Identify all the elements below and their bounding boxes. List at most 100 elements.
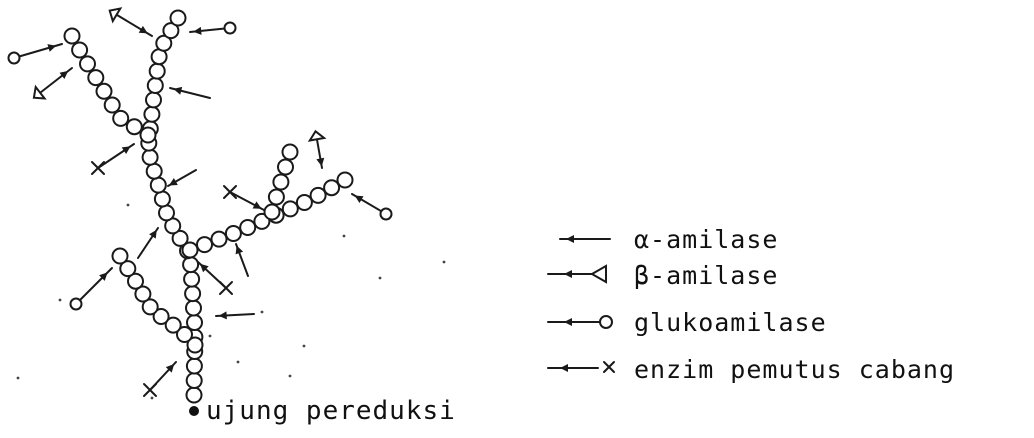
scan-speck [378, 276, 382, 280]
debranching-enzyme-arrow [91, 143, 135, 175]
glucose-unit [111, 247, 129, 265]
beta-amylase-arrow [307, 129, 327, 169]
glucose-unit [185, 386, 203, 404]
glucose-unit [267, 188, 285, 206]
glucose-unit [103, 96, 121, 114]
circle-marker-icon [599, 315, 613, 329]
scan-speck [150, 396, 154, 400]
glucose-unit [145, 162, 163, 180]
glucose-unit [210, 230, 228, 248]
glucose-unit [272, 173, 290, 191]
glucose-unit [158, 204, 175, 222]
glucose-unit [183, 270, 201, 288]
glucose-unit [146, 77, 164, 94]
debranching-enzyme-arrow [197, 261, 233, 295]
glucose-unit [164, 316, 182, 334]
legend-item-alpha-amylase: α-amilase [559, 225, 778, 254]
legend-label-debranching-enzyme: enzim pemutus cabang [634, 355, 955, 384]
glucoamylase-arrow [189, 21, 237, 35]
scan-specks [16, 203, 446, 400]
alpha-amylase-arrow [137, 227, 159, 259]
glucose-unit [185, 299, 202, 317]
glucose-unit [162, 22, 180, 40]
glucose-unit [112, 109, 130, 127]
glucose-unit [145, 91, 162, 109]
enzyme-arrows [7, 7, 393, 397]
glucose-unit [171, 229, 189, 247]
scan-speck [442, 260, 446, 264]
branch-right-short [263, 143, 299, 221]
glucose-unit [295, 194, 313, 211]
glucose-unit [141, 148, 159, 166]
glucose-unit [155, 34, 173, 52]
scan-speck [236, 360, 240, 364]
glucose-unit [239, 219, 257, 236]
branch-lower-left [111, 247, 204, 354]
glucose-unit [63, 27, 81, 45]
scan-speck [342, 234, 346, 238]
legend-label-alpha-amylase: α-amilase [634, 225, 778, 254]
glucose-unit [281, 200, 299, 218]
glucose-unit [95, 82, 113, 100]
scan-speck [16, 376, 20, 380]
glucose-unit [281, 143, 299, 161]
glucose-unit [71, 41, 89, 59]
beta-amylase-arrow [32, 67, 73, 100]
glucose-unit [185, 372, 203, 389]
glucose-unit [176, 326, 193, 343]
glucose-unit [309, 186, 327, 204]
glucose-unit [186, 336, 204, 354]
glucose-unit [277, 158, 294, 176]
legend-item-glucoamylase: glukoamilase [547, 308, 827, 337]
glucose-unit [181, 241, 199, 259]
glucose-unit [323, 179, 341, 197]
scan-speck [58, 298, 62, 302]
glucose-unit [134, 285, 152, 303]
glucose-chains [63, 9, 354, 404]
debranching-enzyme-arrow [143, 361, 177, 397]
alpha-amylase-arrow [169, 86, 211, 99]
reducing-end-label: ujung pereduksi [206, 396, 456, 426]
legend-label-beta-amylase: β-amilase [634, 261, 778, 290]
glucose-unit [263, 203, 281, 221]
scan-speck [302, 344, 306, 348]
glucoamylase-arrow [69, 267, 113, 311]
glucose-unit [336, 171, 354, 189]
glucoamylase-arrow [7, 43, 63, 65]
legend-label-glucoamylase: glukoamilase [634, 308, 827, 337]
glucose-unit [125, 118, 143, 136]
glucose-unit [139, 126, 157, 144]
scan-speck [208, 334, 212, 338]
glucose-unit [119, 260, 137, 278]
scan-speck [126, 203, 130, 207]
glucose-unit [184, 285, 202, 303]
reducing-end-dot [189, 406, 199, 416]
legend-item-beta-amylase: β-amilase [547, 261, 778, 290]
glucose-unit [87, 69, 105, 87]
legend: α-amilase β-amilase glukoamilase enzim p… [547, 225, 955, 384]
alpha-amylase-arrow [167, 169, 197, 187]
glucose-unit [153, 190, 171, 208]
glucose-unit [79, 55, 96, 73]
alpha-amylase-arrow [215, 311, 255, 320]
glucose-unit [169, 9, 187, 27]
triangle-marker-icon [589, 264, 607, 284]
glucose-unit [224, 225, 242, 242]
debranching-enzyme-arrow [223, 185, 265, 211]
glucose-unit [141, 298, 159, 316]
scan-speck [288, 374, 292, 378]
glucose-unit [196, 236, 213, 254]
glucose-unit [127, 272, 144, 290]
glucose-unit [148, 62, 166, 80]
glucose-unit [182, 256, 200, 274]
legend-item-debranching-enzyme: enzim pemutus cabang [547, 355, 955, 384]
glucose-unit [185, 357, 203, 375]
glucose-unit [152, 308, 170, 325]
scan-speck [260, 310, 264, 314]
glucose-unit [149, 176, 167, 194]
glucoamylase-arrow [351, 193, 393, 221]
glucose-unit [143, 105, 161, 123]
beta-amylase-arrow [108, 7, 153, 37]
cross-marker-icon [603, 361, 615, 373]
